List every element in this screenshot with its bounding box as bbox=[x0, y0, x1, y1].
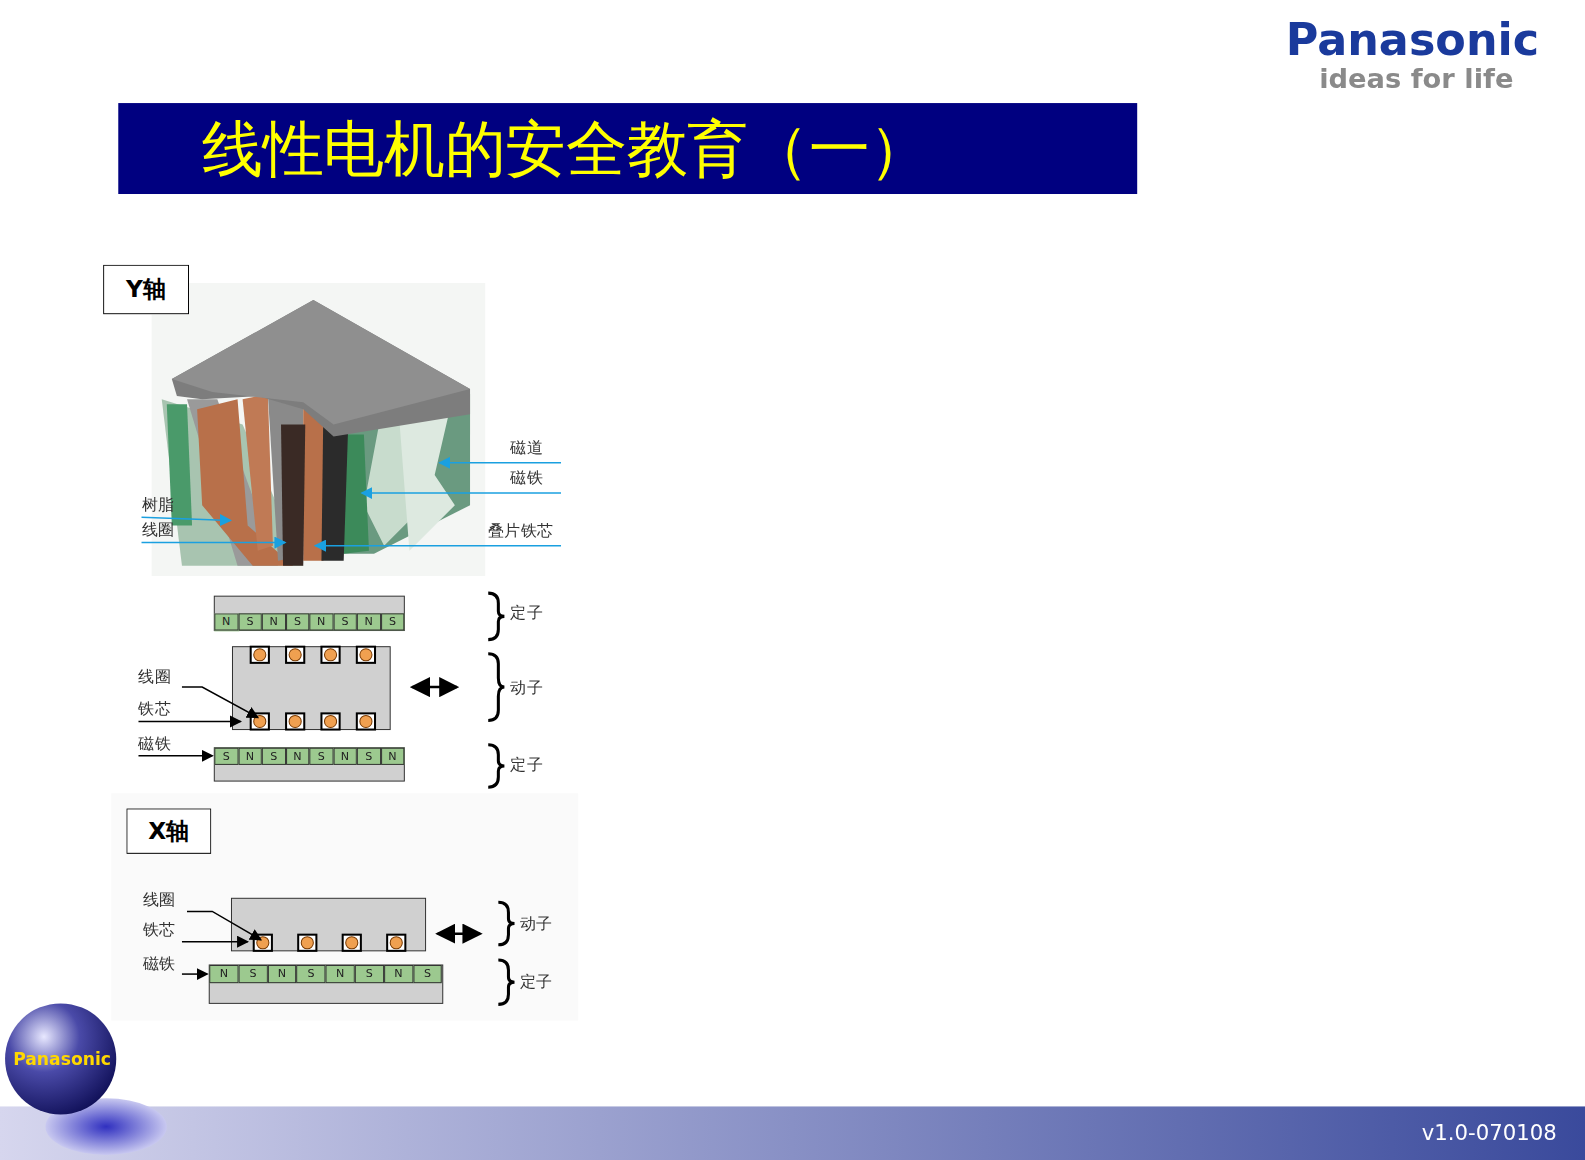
magnet-pole: N bbox=[209, 965, 238, 983]
brand-slogan: ideas for life bbox=[1319, 63, 1513, 95]
magnet-pole: S bbox=[297, 965, 326, 983]
axis-box: Y轴 bbox=[103, 265, 189, 315]
part-label: 定子 bbox=[520, 973, 552, 991]
magnet-pole: S bbox=[333, 613, 357, 630]
magnet-pole: S bbox=[309, 748, 333, 765]
magnet-pole: S bbox=[262, 748, 286, 765]
part-label: 铁芯 bbox=[138, 700, 170, 718]
part-label: 叠片铁芯 bbox=[488, 521, 553, 539]
magnet-pole: N bbox=[381, 748, 405, 765]
magnet-pole: S bbox=[214, 748, 238, 765]
part-label: 动子 bbox=[510, 679, 542, 697]
magnet-pole: N bbox=[262, 613, 286, 630]
part-label: 动子 bbox=[520, 914, 552, 932]
node-text: v1.0-070108 bbox=[1422, 1121, 1557, 1145]
magnet-pole: N bbox=[384, 965, 413, 983]
node-text: Panasonic bbox=[13, 1049, 111, 1069]
part-label: 定子 bbox=[510, 756, 542, 774]
logo-globe: Panasonic bbox=[5, 1003, 119, 1114]
part-label: 线圈 bbox=[143, 891, 175, 909]
version-text: v1.0-070108 bbox=[1213, 1109, 1557, 1155]
magnet-pole: S bbox=[357, 748, 381, 765]
magnet-pole: N bbox=[326, 965, 355, 983]
part-label: 线圈 bbox=[142, 520, 174, 538]
part-label: 磁铁 bbox=[138, 735, 170, 753]
axis-box: X轴 bbox=[126, 808, 211, 853]
part-label: 磁铁 bbox=[143, 955, 175, 973]
magnet-pole: S bbox=[286, 613, 310, 630]
magnet-pole: S bbox=[381, 613, 405, 630]
magnet-pole: N bbox=[238, 748, 262, 765]
node-text: Y轴 bbox=[126, 274, 166, 305]
part-label: 磁铁 bbox=[510, 469, 542, 487]
magnet-pole: S bbox=[238, 965, 267, 983]
part-label: 线圈 bbox=[138, 668, 170, 686]
part-label: 树脂 bbox=[142, 496, 174, 514]
magnet-pole: N bbox=[357, 613, 381, 630]
magnet-pole: N bbox=[267, 965, 296, 983]
magnet-pole: S bbox=[238, 613, 262, 630]
magnet-pole: N bbox=[214, 613, 238, 630]
magnet-pole: S bbox=[355, 965, 384, 983]
magnet-pole: N bbox=[286, 748, 310, 765]
magnet-pole: N bbox=[333, 748, 357, 765]
slide-title: 线性电机的安全教育（一） bbox=[202, 113, 930, 184]
part-label: 磁道 bbox=[510, 439, 542, 457]
magnet-pole: S bbox=[413, 965, 442, 983]
part-label: 定子 bbox=[510, 604, 542, 622]
brand-logo: Panasonic bbox=[1286, 14, 1539, 65]
part-label: 铁芯 bbox=[143, 921, 175, 939]
magnet-pole: N bbox=[309, 613, 333, 630]
node-text: X轴 bbox=[148, 815, 189, 846]
